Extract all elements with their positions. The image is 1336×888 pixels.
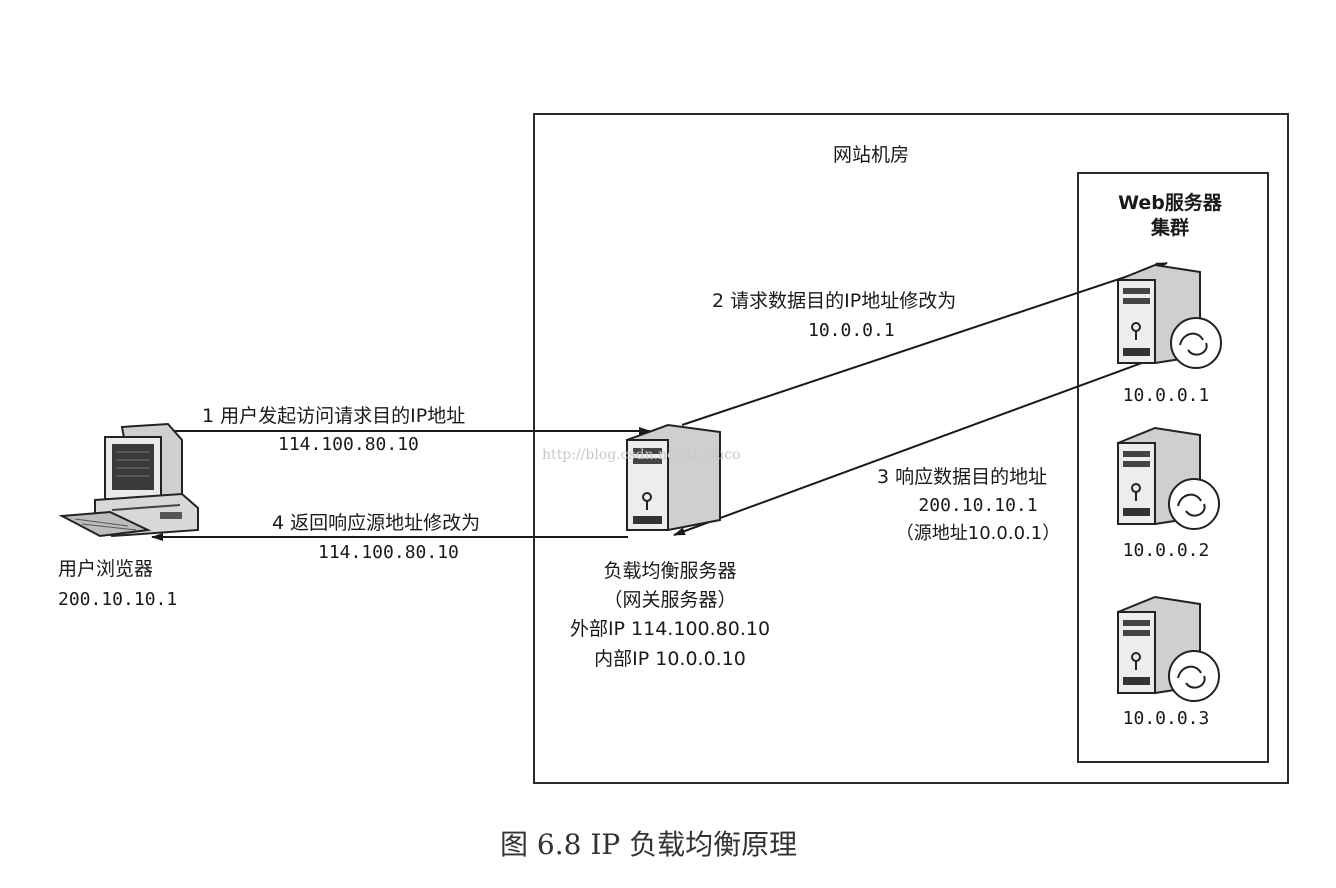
client-ip: 200.10.10.1 <box>58 589 178 610</box>
client-name: 用户浏览器 <box>58 558 154 580</box>
cluster-box <box>1077 172 1269 763</box>
cluster-title-line1: Web服务器 <box>1118 192 1222 214</box>
step-3-line1: 3 响应数据目的地址 <box>877 466 1048 488</box>
step-4-line2: 114.100.80.10 <box>318 542 459 563</box>
load-balancer-name: 负载均衡服务器 <box>603 560 737 582</box>
load-balancer-external-ip: 外部IP 114.100.80.10 <box>569 618 771 640</box>
step-2-line1: 2 请求数据目的IP地址修改为 <box>712 290 957 312</box>
step-1-line2: 114.100.80.10 <box>278 434 419 455</box>
arrow-step-2 <box>681 262 1168 426</box>
load-balancer-server-icon <box>625 423 721 532</box>
server-3-ip: 10.0.0.3 <box>1122 708 1210 729</box>
web-server-3-icon <box>1116 595 1220 702</box>
watermark: http://blog.csdn.net/D_Guco <box>542 447 741 463</box>
arrow-step-3 <box>673 356 1159 536</box>
web-server-1-icon <box>1116 263 1222 369</box>
cluster-title-line2: 集群 <box>1150 217 1190 239</box>
load-balancer-internal-ip: 内部IP 10.0.0.10 <box>594 648 746 670</box>
step-4-line1: 4 返回响应源地址修改为 <box>272 512 481 534</box>
step-3-line2: 200.10.10.1 <box>918 495 1038 516</box>
step-3-line3: （源地址10.0.0.1） <box>895 523 1061 544</box>
step-2-line2: 10.0.0.1 <box>808 320 895 341</box>
datacenter-box <box>533 113 1289 784</box>
step-1-line1: 1 用户发起访问请求目的IP地址 <box>202 405 466 427</box>
server-1-ip: 10.0.0.1 <box>1122 385 1210 406</box>
server-2-ip: 10.0.0.2 <box>1122 540 1210 561</box>
load-balancer-alias: （网关服务器） <box>603 589 737 611</box>
figure-caption: 图 6.8 IP 负载均衡原理 <box>500 828 798 861</box>
datacenter-title: 网站机房 <box>833 144 910 166</box>
web-server-2-icon <box>1116 426 1220 530</box>
